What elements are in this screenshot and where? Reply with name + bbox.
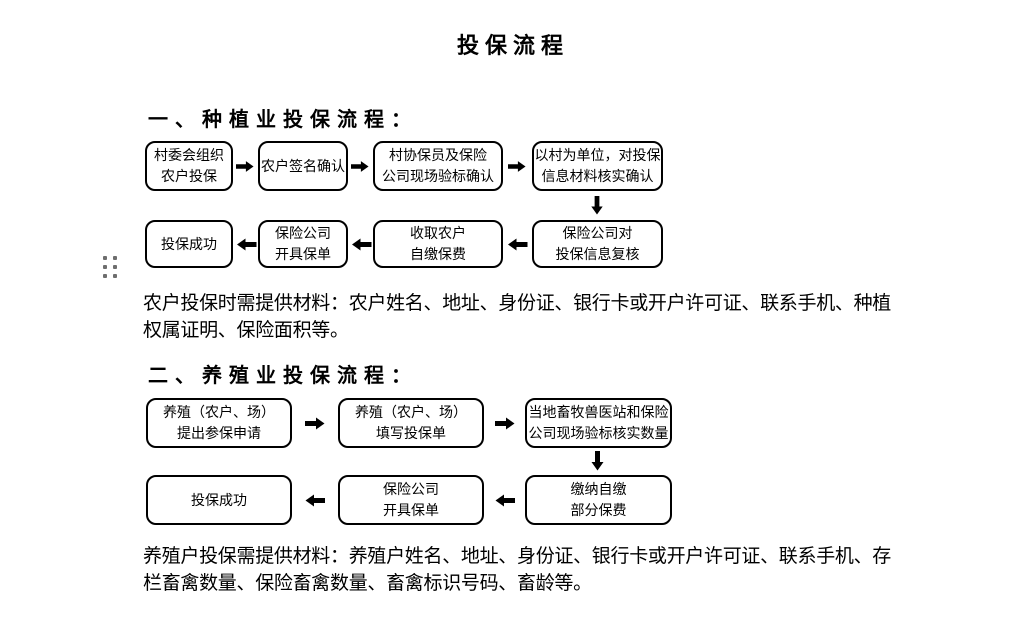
flow-step-village-unit-check: 以村为单位，对投保 信息材料核实确认 — [532, 141, 663, 191]
flow-step-issue-policy: 保险公司 开具保单 — [338, 475, 484, 525]
flow-step-apply: 养殖（农户、场） 提出参保申请 — [146, 398, 292, 448]
arrow-right-icon — [495, 417, 515, 430]
flow-step-farmer-sign: 农户签名确认 — [258, 141, 348, 191]
flow-step-issue-policy: 保险公司 开具保单 — [258, 220, 348, 268]
arrow-right-icon — [508, 160, 526, 173]
arrow-left-icon — [351, 238, 372, 251]
arrow-left-icon — [304, 494, 326, 507]
arrow-right-icon — [236, 160, 254, 173]
arrow-right-icon — [351, 160, 369, 173]
arrow-left-icon — [236, 238, 257, 251]
drag-dot — [113, 274, 117, 278]
section2-heading: 二、养殖业投保流程： — [148, 365, 418, 387]
flow-step-success: 投保成功 — [146, 475, 292, 525]
drag-dot — [103, 274, 107, 278]
flow-step-collect-premium: 收取农户 自缴保费 — [373, 220, 503, 268]
section1-heading: 一、种植业投保流程： — [148, 109, 418, 131]
flow-step-pay-premium: 缴纳自缴 部分保费 — [525, 475, 672, 525]
flow-step-fill-form: 养殖（农户、场） 填写投保单 — [338, 398, 484, 448]
arrow-left-icon — [507, 238, 528, 251]
flow-step-village-organize: 村委会组织 农户投保 — [145, 141, 233, 191]
flow-step-success: 投保成功 — [145, 220, 233, 268]
drag-dot — [113, 265, 117, 269]
section1-note: 农户投保时需提供材料：农户姓名、地址、身份证、银行卡或开户许可证、联系手机、种植… — [143, 293, 892, 341]
flow-step-quantity-verify: 当地畜牧兽医站和保险 公司现场验标核实数量 — [525, 398, 672, 448]
drag-handle-icon[interactable] — [103, 256, 117, 278]
arrow-down-icon — [590, 451, 605, 471]
arrow-left-icon — [494, 494, 516, 507]
flow-step-onsite-verify: 村协保员及保险 公司现场验标确认 — [373, 141, 503, 191]
flow-step-info-review: 保险公司对 投保信息复核 — [532, 220, 663, 268]
page-title: 投保流程 — [456, 33, 569, 58]
drag-dot — [103, 256, 107, 260]
drag-dot — [103, 265, 107, 269]
arrow-right-icon — [305, 417, 325, 430]
drag-dot — [113, 256, 117, 260]
section2-note: 养殖户投保需提供材料：养殖户姓名、地址、身份证、银行卡或开户许可证、联系手机、存… — [143, 546, 892, 594]
arrow-down-icon — [590, 196, 604, 215]
